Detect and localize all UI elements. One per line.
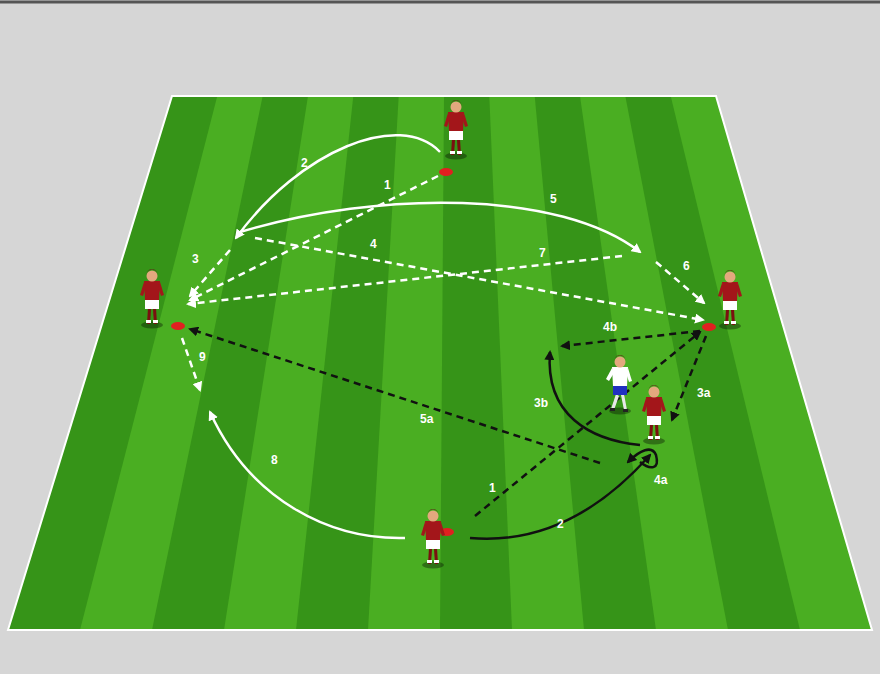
- callout-number: 6: [683, 260, 690, 272]
- callout-number: 2: [301, 157, 308, 169]
- callout-number: 9: [199, 351, 206, 363]
- callout-number: 5: [550, 193, 557, 205]
- callout-number: 3: [192, 253, 199, 265]
- callout-number: 3a: [697, 387, 710, 399]
- callout-number: 5a: [420, 413, 433, 425]
- callout-number: 1: [489, 482, 496, 494]
- callout-number: 4: [370, 238, 377, 250]
- callout-number: 1: [384, 179, 391, 191]
- callout-number: 2: [557, 518, 564, 530]
- callout-number: 4a: [654, 474, 667, 486]
- callout-number: 4b: [603, 321, 617, 333]
- callout-number: 8: [271, 454, 278, 466]
- callout-number: 7: [539, 247, 546, 259]
- callout-number: 3b: [534, 397, 548, 409]
